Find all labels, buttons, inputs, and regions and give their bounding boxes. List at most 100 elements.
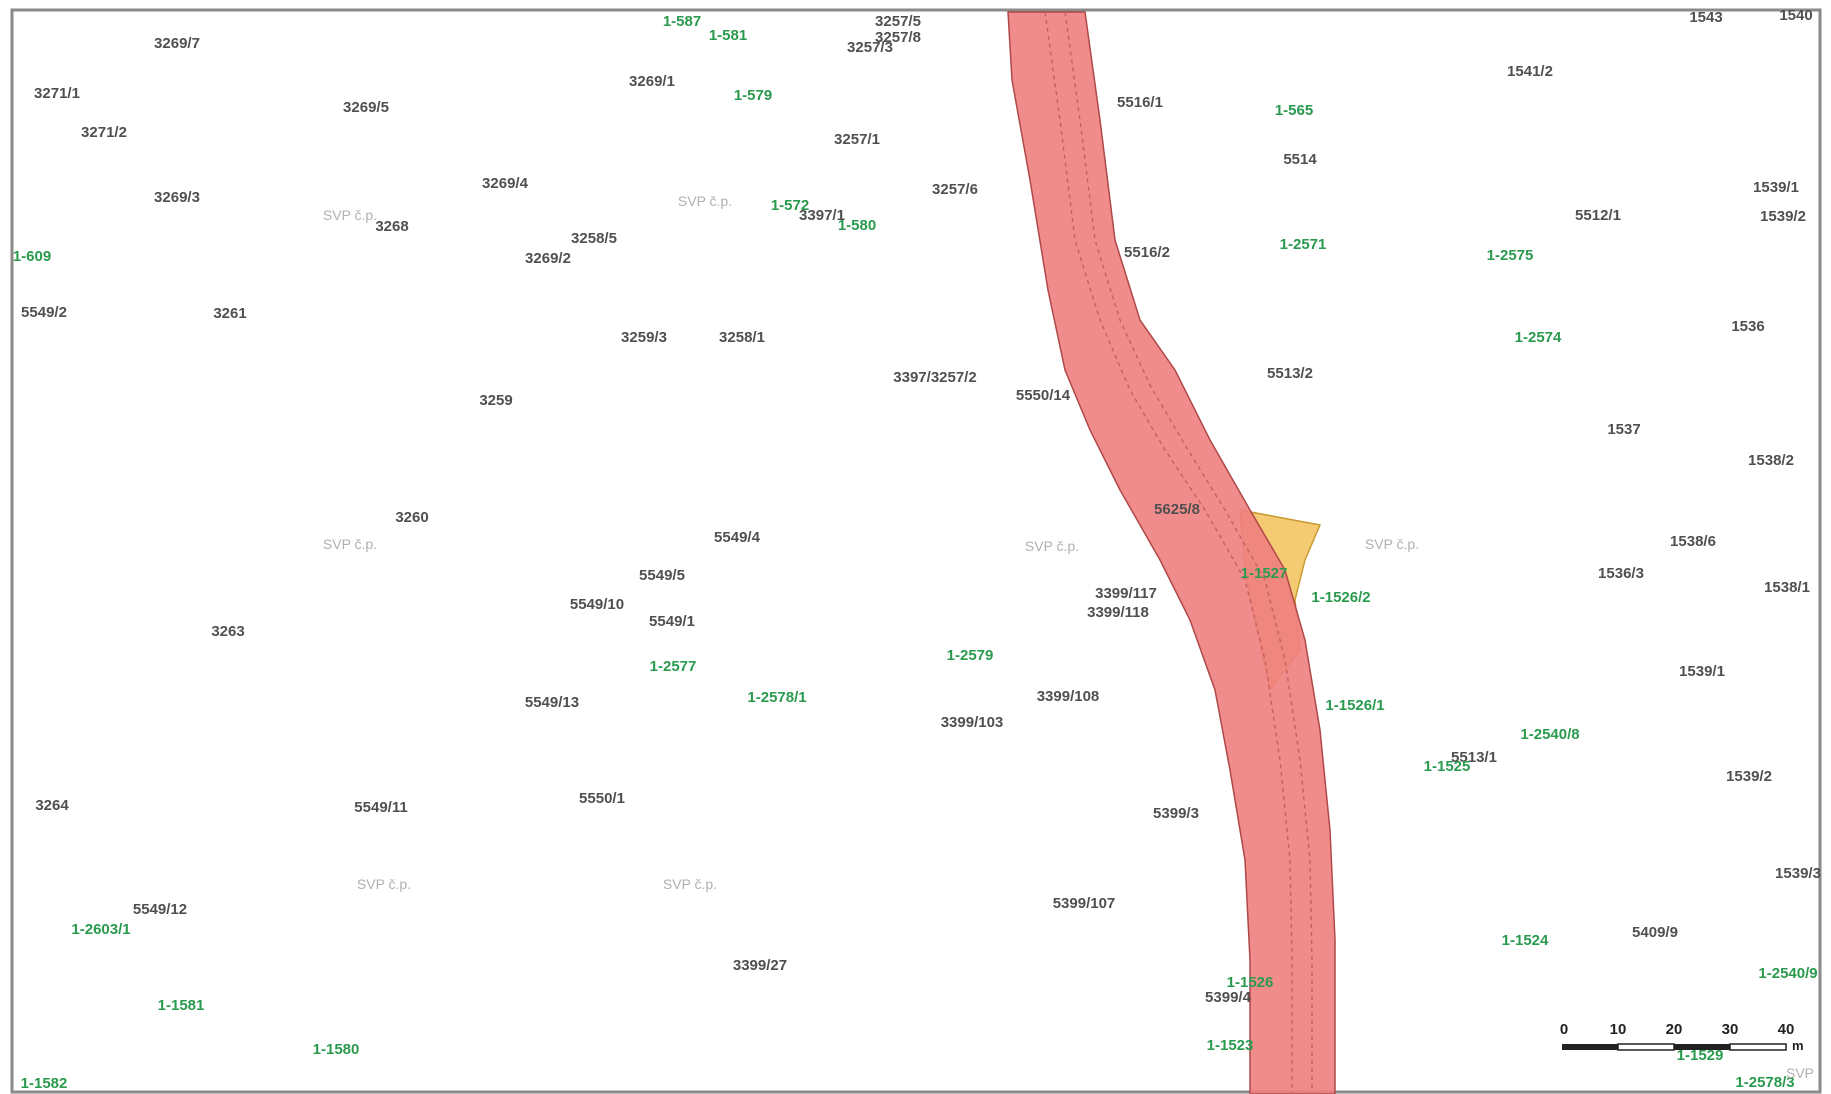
route-corridor: [1007, 11, 1336, 1094]
green-parcel-label: 1-1581: [158, 997, 205, 1014]
green-parcel-label: 1-1580: [313, 1041, 360, 1058]
scale-tick-label: 0: [1560, 1021, 1568, 1038]
parcel-label: 3269/3: [154, 189, 200, 206]
svp-label: SVP č.p.: [323, 207, 377, 223]
parcel-label: 3269/7: [154, 35, 200, 52]
parcel-label: 5549/10: [570, 596, 624, 613]
svp-labels: SVP č.p. SVP č.p. SVP č.p. SVP č.p. SVP č.p.…: [323, 193, 1814, 1081]
green-parcel-label: 1-1527: [1241, 565, 1288, 582]
parcel-label: 1541/2: [1507, 63, 1553, 80]
parcel-label: 1543: [1689, 9, 1722, 26]
green-parcel-label: 1-2571: [1280, 236, 1327, 253]
green-parcel-label: 1-579: [734, 87, 772, 104]
parcel-label: 3399/117: [1095, 585, 1157, 602]
parcel-label: 5516/2: [1124, 244, 1170, 261]
parcel-label: 1538/1: [1764, 579, 1810, 596]
route-centerline: [1044, 11, 1293, 1094]
parcel-label: 1536: [1731, 318, 1764, 335]
parcel-label: 3399/27: [733, 957, 787, 974]
parcel-label: 1538/6: [1670, 533, 1716, 550]
parcel-label: 3269/4: [482, 175, 529, 192]
parcel-label: 1539/2: [1760, 208, 1806, 225]
scale-segment: [1729, 1043, 1787, 1051]
parcel-label: 1538/2: [1748, 452, 1794, 469]
parcel-label: 3269/5: [343, 99, 389, 116]
parcel-label: 3257/3: [847, 39, 893, 56]
parcel-label: 5549/12: [133, 901, 187, 918]
green-parcel-label: 1-2577: [650, 658, 697, 675]
scale-tick-label: 20: [1666, 1021, 1683, 1038]
parcel-label: 5550/14: [1016, 387, 1071, 404]
parcel-label: 3261: [213, 305, 246, 322]
green-parcel-label: 1-1523: [1207, 1037, 1254, 1054]
parcel-label: 3263: [211, 623, 244, 640]
parcel-label: 3271/1: [34, 85, 80, 102]
parcel-label: 5549/1: [649, 613, 695, 630]
parcel-label: 3269/1: [629, 73, 675, 90]
parcel-label: 5513/1: [1451, 749, 1497, 766]
parcel-label: 5399/107: [1053, 895, 1116, 912]
green-parcel-label: 1-565: [1275, 102, 1313, 119]
parcel-label: 3399/103: [941, 714, 1004, 731]
scale-unit: m: [1792, 1038, 1804, 1053]
parcel-label: 5550/1: [579, 790, 625, 807]
parcel-label: 3257/6: [932, 181, 978, 198]
parcel-label: 5513/2: [1267, 365, 1313, 382]
svp-label: SVP č.p.: [323, 536, 377, 552]
green-parcel-label: 1-572: [771, 197, 809, 214]
parcel-label: 5549/13: [525, 694, 579, 711]
green-parcel-label: 1-1526/2: [1311, 589, 1370, 606]
parcel-label: 3399/118: [1087, 604, 1149, 621]
green-parcel-label: 1-1524: [1502, 932, 1549, 949]
scale-bar: 0 10 20 30 40 m: [1560, 1021, 1804, 1053]
green-parcel-label: 1-2579: [947, 647, 994, 664]
parcel-label: 3258/5: [571, 230, 617, 247]
scale-segment: [1674, 1044, 1730, 1050]
parcel-label: 1539/3: [1775, 865, 1821, 882]
map-frame: [10, 8, 1822, 1094]
parcel-label: 5514: [1283, 151, 1317, 168]
green-parcel-label: 1-580: [838, 217, 876, 234]
green-parcel-label: 1-1526: [1227, 974, 1274, 991]
svp-label: SVP č.p.: [663, 876, 717, 892]
parcel-label: 3397/1: [799, 207, 845, 224]
svp-label: SVP č.p.: [678, 193, 732, 209]
green-parcel-label: 1-587: [663, 13, 701, 30]
green-parcel-label: 1-2540/9: [1758, 965, 1817, 982]
parcel-label: 3260: [395, 509, 428, 526]
green-parcel-label: 1-2578/3: [1735, 1074, 1794, 1091]
green-parcel-label: 1-609: [13, 248, 51, 265]
green-parcel-label: 1-1582: [21, 1075, 68, 1092]
parcel-label: 1539/1: [1753, 179, 1799, 196]
parcel-label: 5549/5: [639, 567, 685, 584]
green-labels: 1-587 1-581 1-579 1-609 1-572 1-580 1-565 1-257…: [13, 13, 1818, 1092]
parcel-label: 3259: [479, 392, 512, 409]
green-parcel-label: 1-2574: [1515, 329, 1562, 346]
scale-segment: [1562, 1044, 1618, 1050]
green-parcel-label: 1-1525: [1424, 758, 1471, 775]
svp-label: SVP č.p.: [1365, 536, 1419, 552]
green-parcel-label: 1-2575: [1487, 247, 1534, 264]
green-parcel-label: 1-2603/1: [71, 921, 130, 938]
scale-segment: [1617, 1043, 1675, 1051]
parcel-label: 3258/1: [719, 329, 765, 346]
parcel-labels: 3269/73271/13269/53269/13271/23269/43269…: [21, 7, 1821, 1006]
parcel-label: 3264: [35, 797, 69, 814]
green-parcel-label: 1-1526/1: [1325, 697, 1384, 714]
parcel-label: 1539/2: [1726, 768, 1772, 785]
parcel-label: 1537: [1607, 421, 1640, 438]
green-parcel-label: 1-581: [709, 27, 747, 44]
parcel-label: 5625/8: [1154, 501, 1200, 518]
scale-tick-label: 10: [1610, 1021, 1627, 1038]
parcel-label: 5549/4: [714, 529, 761, 546]
parcel-label: 3269/2: [525, 250, 571, 267]
scale-tick-label: 40: [1778, 1021, 1795, 1038]
parcel-label: 3257/5: [875, 13, 921, 30]
parcel-label: 5549/2: [21, 304, 67, 321]
svp-label: SVP: [1786, 1065, 1814, 1081]
parcel-label: 5399/3: [1153, 805, 1199, 822]
parcel-label: 3268: [375, 218, 408, 235]
scale-tick-label: 30: [1722, 1021, 1739, 1038]
parcel-label: 1539/1: [1679, 663, 1725, 680]
